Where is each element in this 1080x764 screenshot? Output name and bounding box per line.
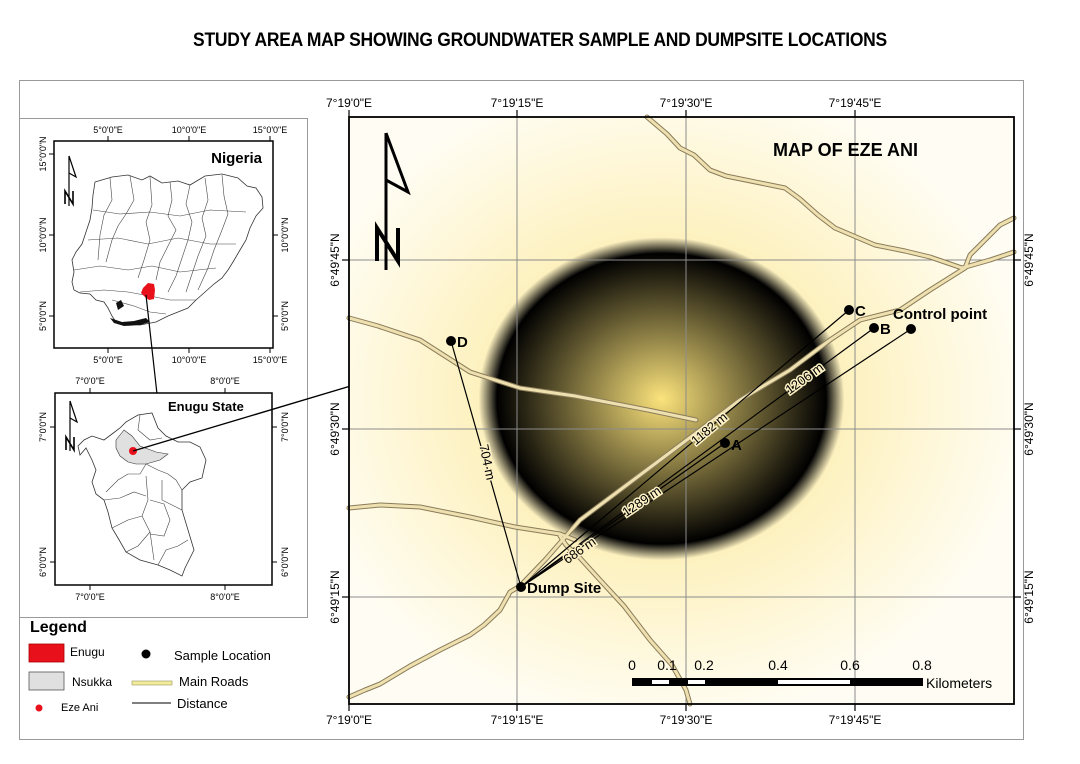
legend-item-sample-location: Sample Location	[174, 648, 271, 663]
nigeria-left-tick: 5°0'0"N	[38, 301, 48, 331]
scale-bar: 0 0.1 0.2 0.4 0.6 0.8 Kilometers	[628, 657, 992, 691]
nigeria-bottom-tick: 5°0'0"E	[93, 355, 123, 365]
main-top-tick: 7°19'0"E	[326, 96, 372, 110]
point-label-a: A	[731, 437, 742, 454]
sample-point-d[interactable]	[446, 336, 456, 346]
legend-item-eze-ani: Eze Ani	[61, 702, 99, 714]
sample-point-a[interactable]	[720, 438, 730, 448]
main-right-tick: 6°49'45"N	[1022, 233, 1036, 286]
main-left-tick: 6°49'30"N	[328, 402, 342, 455]
lagos-patch	[116, 300, 124, 310]
legend-sample-dot	[141, 649, 151, 659]
legend-item-main-roads: Main Roads	[179, 674, 249, 689]
scale-tick: 0.1	[657, 657, 677, 673]
point-label-b: B	[880, 321, 891, 338]
nigeria-bottom-tick: 10°0'0"E	[172, 355, 207, 365]
point-label-d: D	[457, 334, 468, 351]
scale-tick: 0	[628, 657, 636, 673]
nigeria-left-tick: 10°0'0"N	[38, 217, 48, 252]
nigeria-label: Nigeria	[211, 150, 263, 167]
legend-item-nsukka: Nsukka	[72, 675, 113, 689]
enugu-top-tick: 8°0'0"E	[210, 376, 240, 386]
nigeria-left-tick: 15°0'0"N	[38, 136, 48, 171]
inset-panel-frame	[19, 118, 308, 618]
enugu-top-tick: 7°0'0"E	[75, 376, 105, 386]
scale-tick: 0.8	[912, 657, 932, 673]
main-roads	[346, 114, 1017, 707]
enugu-bottom-tick: 8°0'0"E	[210, 592, 240, 602]
legend-enugu-swatch	[28, 643, 65, 663]
enugu-highlight	[141, 283, 155, 300]
control-point[interactable]	[906, 324, 916, 334]
enugu-lga-boundaries	[103, 414, 189, 566]
scale-tick: 0.6	[840, 657, 860, 673]
coastline	[110, 318, 150, 326]
zoom-arrow-nigeria	[145, 294, 162, 406]
enugu-right-tick: 7°0'0"N	[280, 412, 290, 442]
legend-nsukka-swatch	[28, 671, 65, 691]
main-top-tick: 7°19'15"E	[491, 96, 544, 110]
legend-eze-ani-dot	[35, 704, 43, 712]
main-top-tick: 7°19'30"E	[660, 96, 713, 110]
distance-lines	[450, 309, 912, 588]
zoom-arrow-enugu	[132, 379, 367, 452]
point-label-control: Control point	[893, 306, 987, 323]
scale-tick: 0.2	[694, 657, 714, 673]
main-bottom-tick: 7°19'30"E	[660, 713, 713, 727]
graticule	[349, 117, 1014, 704]
sample-point-c[interactable]	[844, 305, 854, 315]
main-bottom-tick: 7°19'45"E	[829, 713, 882, 727]
nigeria-inset: 5°0'0"E 10°0'0"E 15°0'0"E 5°0'0"E 10°0'0…	[38, 125, 290, 365]
scale-tick: 0.4	[768, 657, 788, 673]
legend-item-distance: Distance	[177, 696, 228, 711]
main-top-tick: 7°19'45"E	[829, 96, 882, 110]
nsukka-highlight	[115, 429, 169, 465]
main-bottom-tick: 7°19'15"E	[491, 713, 544, 727]
enugu-left-tick: 7°0'0"N	[38, 412, 48, 442]
enugu-bottom-tick: 7°0'0"E	[75, 592, 105, 602]
nigeria-top-tick: 5°0'0"E	[93, 125, 123, 135]
dump-site-point[interactable]	[516, 582, 526, 592]
nigeria-right-tick: 10°0'0"N	[280, 217, 290, 252]
main-left-tick: 6°49'45"N	[328, 233, 342, 286]
enugu-right-tick: 6°0'0"N	[280, 547, 290, 577]
north-arrow-icon	[65, 400, 79, 453]
main-map: 704 m 686 m 1182 m 1206 m 1289 m A B C D…	[326, 96, 1036, 727]
main-right-tick: 6°49'30"N	[1022, 402, 1036, 455]
sample-points	[446, 305, 916, 592]
point-label-c: C	[855, 303, 866, 320]
north-arrow-icon	[64, 155, 78, 207]
nigeria-top-tick: 15°0'0"E	[253, 125, 288, 135]
main-right-tick: 6°49'15"N	[1022, 570, 1036, 623]
main-left-tick: 6°49'15"N	[328, 570, 342, 623]
enugu-left-tick: 6°0'0"N	[38, 547, 48, 577]
scale-unit: Kilometers	[926, 675, 992, 691]
north-arrow-icon	[375, 132, 411, 270]
nigeria-top-tick: 10°0'0"E	[172, 125, 207, 135]
main-map-label: MAP OF EZE ANI	[773, 140, 918, 160]
enugu-inset: 7°0'0"E 8°0'0"E 7°0'0"E 8°0'0"E 7°0'0"N …	[38, 376, 290, 602]
legend-symbols	[28, 643, 173, 712]
nigeria-right-tick: 5°0'0"N	[280, 301, 290, 331]
legend-road-symbol	[131, 680, 173, 686]
nigeria-state-boundaries	[73, 174, 247, 315]
point-label-dump: Dump Site	[527, 580, 601, 597]
map-title: STUDY AREA MAP SHOWING GROUNDWATER SAMPL…	[193, 30, 887, 51]
sample-point-b[interactable]	[869, 323, 879, 333]
nigeria-bottom-tick: 15°0'0"E	[253, 355, 288, 365]
main-bottom-tick: 7°19'0"E	[326, 713, 372, 727]
point-labels: A B C D Control point Dump Site	[457, 303, 987, 597]
legend-item-enugu: Enugu	[70, 645, 105, 659]
outer-frame	[19, 80, 1024, 740]
legend-title: Legend	[30, 619, 87, 636]
enugu-state-label: Enugu State	[168, 399, 244, 414]
